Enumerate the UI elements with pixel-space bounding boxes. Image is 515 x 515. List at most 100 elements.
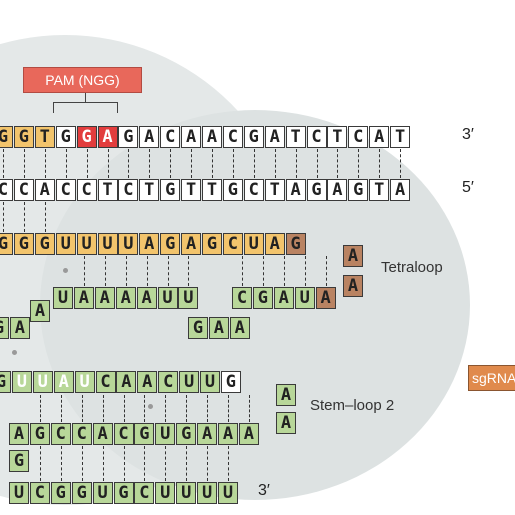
nucleotide: U: [9, 482, 29, 504]
base-pair-tick: [102, 446, 104, 481]
base-pair-tick: [325, 256, 327, 286]
base-pair-tick: [123, 395, 125, 422]
nucleotide: U: [53, 287, 73, 309]
nucleotide: U: [178, 287, 199, 309]
nucleotide: A: [264, 126, 285, 148]
base-pair-tick: [44, 149, 46, 178]
nucleotide: A: [197, 423, 218, 445]
nucleotide: A: [369, 126, 390, 148]
nucleotide: T: [327, 126, 348, 148]
base-pair-tick: [253, 149, 255, 178]
nucleotide: A: [137, 371, 158, 393]
nucleotide: C: [50, 423, 71, 445]
base-pair-tick: [65, 149, 67, 178]
base-pair-tick: [144, 446, 146, 481]
nucleotide: C: [160, 126, 181, 148]
base-pair-tick: [228, 395, 229, 422]
nucleotide: G: [176, 423, 197, 445]
nucleotide: U: [157, 287, 178, 309]
base-pair-tick: [60, 446, 62, 481]
base-pair-tick: [83, 256, 85, 286]
pam-bracket: [53, 102, 118, 113]
nucleotide: G: [243, 126, 264, 148]
base-pair-tick: [123, 446, 125, 481]
nucleotide: A: [181, 233, 202, 255]
base-pair-tick: [242, 256, 243, 286]
nucleotide: G: [306, 179, 327, 201]
nucleotide: G: [188, 317, 208, 339]
rna-3prime-label: 3′: [258, 482, 270, 499]
nucleotide: C: [113, 423, 134, 445]
nucleotide: A: [208, 317, 229, 339]
nucleotide: A: [30, 300, 50, 322]
base-pair-tick: [304, 256, 306, 286]
nucleotide: G: [222, 179, 243, 201]
nucleotide: C: [0, 179, 13, 201]
base-pair-tick: [207, 446, 209, 481]
base-pair-tick: [23, 149, 25, 178]
base-pair-tick: [39, 446, 41, 481]
base-pair-tick: [248, 395, 250, 422]
nucleotide: G: [29, 423, 50, 445]
nucleotide: G: [0, 371, 11, 393]
dot-marker: [12, 350, 17, 355]
dot-marker: [63, 268, 68, 273]
base-pair-tick: [212, 149, 213, 178]
base-pair-tick: [146, 256, 148, 286]
base-pair-tick: [125, 256, 127, 286]
pam-label: PAM (NGG): [23, 67, 142, 93]
nucleotide: U: [118, 233, 139, 255]
base-pair-tick: [337, 149, 339, 178]
nucleotide: G: [55, 126, 76, 148]
nucleotide: U: [155, 423, 176, 445]
nucleotide: U: [243, 233, 264, 255]
nucleotide: C: [158, 371, 179, 393]
stemloop2-label: Stem–loop 2: [310, 397, 395, 414]
nucleotide: U: [32, 371, 53, 393]
nucleotide: G: [34, 233, 55, 255]
base-pair-tick: [165, 446, 167, 481]
base-pair-tick: [128, 149, 130, 178]
nucleotide: A: [285, 179, 306, 201]
pam-connector: [85, 93, 86, 102]
base-pair-tick: [39, 395, 41, 422]
nucleotide: A: [343, 245, 363, 267]
base-pair-tick: [23, 202, 25, 232]
dna-bottom-5prime-label: 5′: [462, 179, 474, 196]
dot-marker: [148, 404, 153, 409]
nucleotide: A: [34, 179, 55, 201]
nucleotide: G: [50, 482, 71, 504]
nucleotide: C: [76, 179, 97, 201]
base-pair-tick: [186, 446, 188, 481]
nucleotide: T: [285, 126, 306, 148]
nucleotide: U: [197, 482, 218, 504]
nucleotide: T: [139, 179, 160, 201]
base-pair-tick: [170, 149, 172, 178]
nucleotide: C: [222, 126, 243, 148]
nucleotide: A: [276, 384, 296, 406]
nucleotide: A: [116, 371, 137, 393]
nucleotide: U: [55, 233, 76, 255]
nucleotide: C: [348, 126, 369, 148]
nucleotide: G: [134, 423, 155, 445]
nucleotide: A: [97, 126, 118, 148]
nucleotide: G: [348, 179, 369, 201]
base-pair-tick: [232, 149, 234, 178]
nucleotide: T: [97, 179, 118, 201]
base-pair-tick: [274, 149, 276, 178]
base-pair-tick: [379, 149, 381, 178]
base-pair-tick: [228, 446, 229, 481]
nucleotide: A: [115, 287, 136, 309]
nucleotide: A: [315, 287, 336, 309]
nucleotide: A: [229, 317, 250, 339]
nucleotide: A: [136, 287, 157, 309]
nucleotide: A: [139, 126, 160, 148]
nucleotide: G: [71, 482, 92, 504]
nucleotide: U: [179, 371, 200, 393]
nucleotide: G: [160, 233, 181, 255]
nucleotide: C: [232, 287, 252, 309]
nucleotide: G: [13, 233, 34, 255]
dna-top-3prime-label: 3′: [462, 126, 474, 143]
nucleotide: G: [76, 126, 97, 148]
nucleotide: U: [176, 482, 197, 504]
